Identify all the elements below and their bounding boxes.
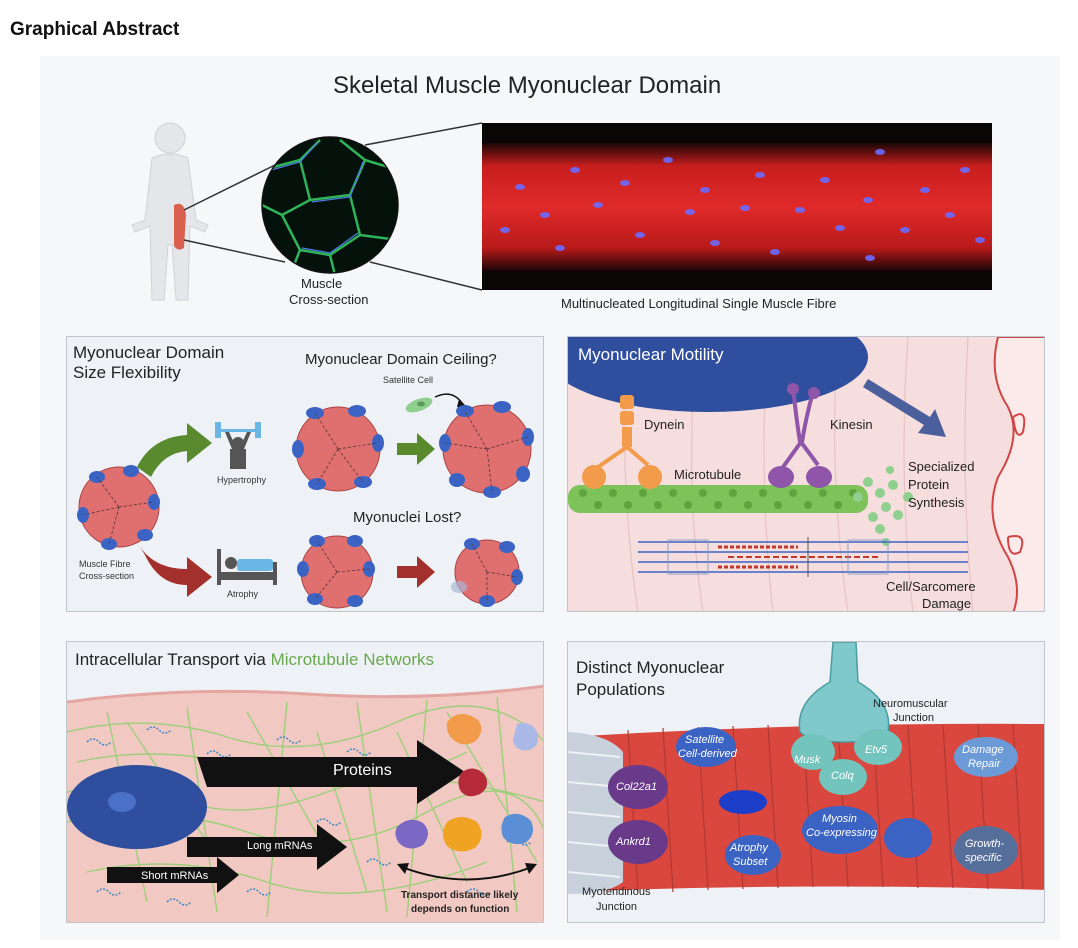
panel-transport-art bbox=[67, 684, 543, 922]
hypertrophy-arrow bbox=[137, 423, 212, 477]
main-title: Skeletal Muscle Myonuclear Domain bbox=[333, 72, 722, 99]
weightlifter-icon bbox=[215, 422, 261, 469]
panel3-title: Intracellular Transport via Microtubule … bbox=[75, 650, 434, 670]
neuromuscular-junction-icon bbox=[798, 642, 890, 743]
panel2-title: Myonuclear Motility bbox=[578, 345, 724, 364]
proteins-label: Proteins bbox=[333, 762, 392, 779]
transport-nucleus bbox=[67, 765, 207, 849]
panel-myonuclear-motility: Myonuclear Motility Dynein Kinesin Micro… bbox=[567, 336, 1045, 612]
sarcomere-icon bbox=[638, 537, 968, 577]
panel3-title-prefix: Intracellular Transport via bbox=[75, 650, 271, 669]
cross-section-label-2: Cross-section bbox=[289, 292, 369, 307]
satellite-label-1: Satellite bbox=[685, 734, 725, 746]
green-arrow-small bbox=[397, 433, 435, 465]
musk-label: Musk bbox=[794, 754, 821, 766]
synthesis-label-1: Specialized bbox=[908, 459, 975, 474]
longitudinal-fibre-micrograph bbox=[482, 123, 992, 290]
atrophy-label: Atrophy bbox=[227, 589, 259, 599]
long-mrna-arrow bbox=[187, 824, 347, 870]
atrophic-fibre-icon bbox=[297, 535, 375, 609]
etv5-label: Etv5 bbox=[865, 744, 888, 756]
nuclei-lost-question: Myonuclei Lost? bbox=[353, 509, 462, 526]
top-illustration bbox=[131, 122, 992, 301]
satellite-arrow bbox=[434, 393, 463, 404]
ankrd1-label: Ankrd1 bbox=[616, 836, 651, 848]
damage-repair-label-1: Damage bbox=[962, 744, 1004, 756]
kinesin-motor-icon bbox=[768, 383, 832, 488]
hypertrophy-label: Hypertrophy bbox=[217, 475, 267, 485]
dynein-label: Dynein bbox=[644, 417, 685, 432]
motility-arrow bbox=[863, 379, 946, 437]
ceiling-question: Myonuclear Domain Ceiling? bbox=[305, 351, 497, 368]
enlarged-fibre-icon bbox=[292, 405, 384, 492]
fibre-cross-section-icon bbox=[77, 465, 160, 550]
synthesis-label-3: Synthesis bbox=[908, 495, 965, 510]
distance-label-1: Transport distance likely bbox=[401, 890, 519, 901]
distance-label-2: depends on function bbox=[411, 904, 510, 915]
cross-section-micrograph bbox=[262, 137, 398, 273]
satellite-label-2: Cell-derived bbox=[678, 748, 737, 760]
myonuclei-populations bbox=[608, 727, 1018, 875]
fibre-label-1: Muscle Fibre bbox=[79, 559, 131, 569]
protein-clusters bbox=[395, 714, 538, 852]
panel4-title-line1: Distinct Myonuclear bbox=[576, 658, 725, 677]
ceiling-fibre-icon bbox=[439, 401, 534, 498]
col22a1-label: Col22a1 bbox=[616, 781, 657, 793]
long-mrnas-label: Long mRNAs bbox=[247, 840, 313, 852]
satellite-cell-label: Satellite Cell bbox=[383, 375, 434, 385]
damage-label-2: Damage bbox=[922, 596, 972, 611]
page-heading: Graphical Abstract bbox=[10, 19, 180, 40]
atrophy-arrow bbox=[137, 542, 212, 597]
microtubule-label: Microtubule bbox=[674, 467, 742, 482]
panel-myonuclear-populations: Distinct Myonuclear Populations Neuromus… bbox=[567, 641, 1045, 923]
damage-repair-label-2: Repair bbox=[968, 758, 1001, 770]
human-body-icon bbox=[131, 122, 209, 301]
growth-label-1: Growth- bbox=[965, 838, 1005, 850]
bed-icon bbox=[217, 549, 277, 585]
kinesin-label: Kinesin bbox=[830, 417, 873, 432]
synthesis-label-2: Protein bbox=[908, 477, 950, 492]
atrophy-subset-label-1: Atrophy bbox=[730, 842, 768, 854]
mtj-label-1: Myotendinous bbox=[582, 886, 651, 898]
panel-intracellular-transport: Intracellular Transport via Microtubule … bbox=[66, 641, 544, 923]
growth-label-2: specific bbox=[965, 852, 1002, 864]
panel3-title-highlight: Microtubule Networks bbox=[270, 650, 435, 669]
panel-motility-art bbox=[568, 337, 1044, 611]
nmj-label-1: Neuromuscular bbox=[873, 698, 948, 710]
fibre-label-2: Cross-section bbox=[79, 571, 135, 581]
nmj-label-2: Junction bbox=[893, 712, 934, 724]
proteins-arrow bbox=[197, 740, 465, 804]
short-mrnas-label: Short mRNAs bbox=[141, 870, 209, 882]
colq-label: Colq bbox=[831, 770, 854, 782]
panel-domain-flexibility-art bbox=[77, 393, 534, 609]
damage-label-1: Cell/Sarcomere bbox=[886, 579, 976, 594]
panel1-title-line2: Size Flexibility bbox=[73, 363, 181, 382]
satellite-cell-icon bbox=[405, 397, 433, 413]
fibre-caption: Multinucleated Longitudinal Single Muscl… bbox=[561, 296, 837, 311]
panel-domain-flexibility: Myonuclear Domain Size Flexibility Myonu… bbox=[66, 336, 544, 612]
myosin-label-1: Myosin bbox=[822, 813, 857, 825]
cell-membrane bbox=[991, 337, 1044, 611]
shrunk-fibre-icon bbox=[451, 538, 523, 607]
tendon-icon bbox=[568, 732, 623, 894]
cross-section-label-1: Muscle bbox=[301, 276, 343, 291]
transport-distance-arrow bbox=[401, 866, 533, 881]
mtj-label-2: Junction bbox=[596, 901, 637, 913]
atrophy-subset-label-2: Subset bbox=[733, 856, 768, 868]
panel1-title-line1: Myonuclear Domain bbox=[73, 343, 225, 362]
myosin-label-2: Co-expressing bbox=[806, 827, 877, 839]
short-mrna-arrow bbox=[107, 857, 239, 893]
panel-populations-art bbox=[568, 642, 1044, 894]
thigh-highlight bbox=[174, 203, 186, 250]
panel4-title-line2: Populations bbox=[576, 680, 665, 699]
red-arrow-small bbox=[397, 556, 435, 588]
dynein-motor-icon bbox=[582, 395, 662, 489]
